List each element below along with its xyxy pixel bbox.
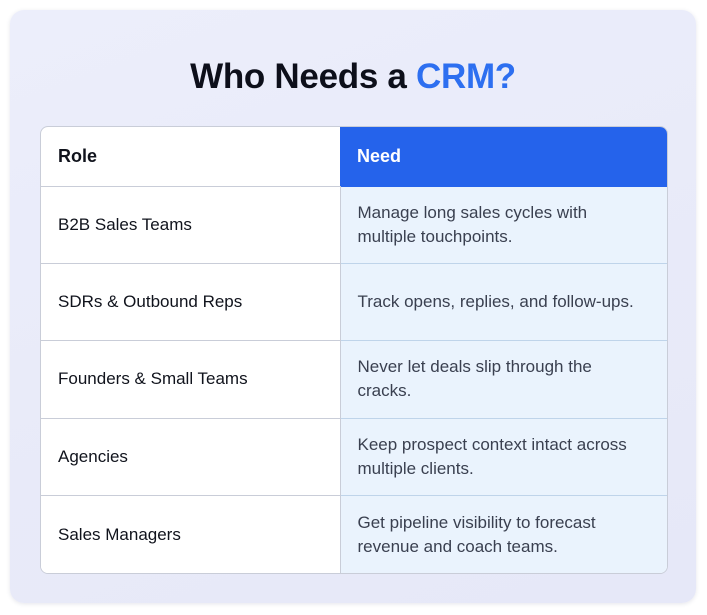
need-cell: Get pipeline visibility to forecast reve… bbox=[340, 495, 667, 573]
role-cell: B2B Sales Teams bbox=[41, 186, 341, 264]
role-cell: Founders & Small Teams bbox=[41, 340, 341, 419]
need-cell: Manage long sales cycles with multiple t… bbox=[340, 186, 667, 264]
table-row: Founders & Small Teams Never let deals s… bbox=[41, 340, 667, 419]
title-prefix: Who Needs a bbox=[190, 57, 416, 96]
table-row: SDRs & Outbound Reps Track opens, replie… bbox=[41, 263, 667, 342]
need-cell: Never let deals slip through the cracks. bbox=[340, 340, 667, 419]
roles-table: Role Need B2B Sales Teams Manage long sa… bbox=[41, 127, 667, 573]
role-cell: Sales Managers bbox=[41, 495, 341, 573]
need-cell: Keep prospect context intact across mult… bbox=[340, 418, 667, 497]
page-title: Who Needs a CRM? bbox=[10, 57, 696, 97]
need-cell: Track opens, replies, and follow-ups. bbox=[340, 263, 667, 342]
role-cell: Agencies bbox=[41, 418, 341, 497]
table-row: B2B Sales Teams Manage long sales cycles… bbox=[41, 186, 667, 264]
infographic-card: Who Needs a CRM? Role Need B2B Sales Tea… bbox=[10, 10, 696, 603]
crm-needs-table: Role Need B2B Sales Teams Manage long sa… bbox=[40, 126, 668, 574]
header-need: Need bbox=[340, 127, 667, 187]
title-accent: CRM? bbox=[416, 57, 516, 96]
table-row: Agencies Keep prospect context intact ac… bbox=[41, 418, 667, 497]
table-row: Sales Managers Get pipeline visibility t… bbox=[41, 495, 667, 573]
table-header-row: Role Need bbox=[41, 127, 667, 187]
header-role: Role bbox=[41, 127, 340, 187]
role-cell: SDRs & Outbound Reps bbox=[41, 263, 341, 342]
